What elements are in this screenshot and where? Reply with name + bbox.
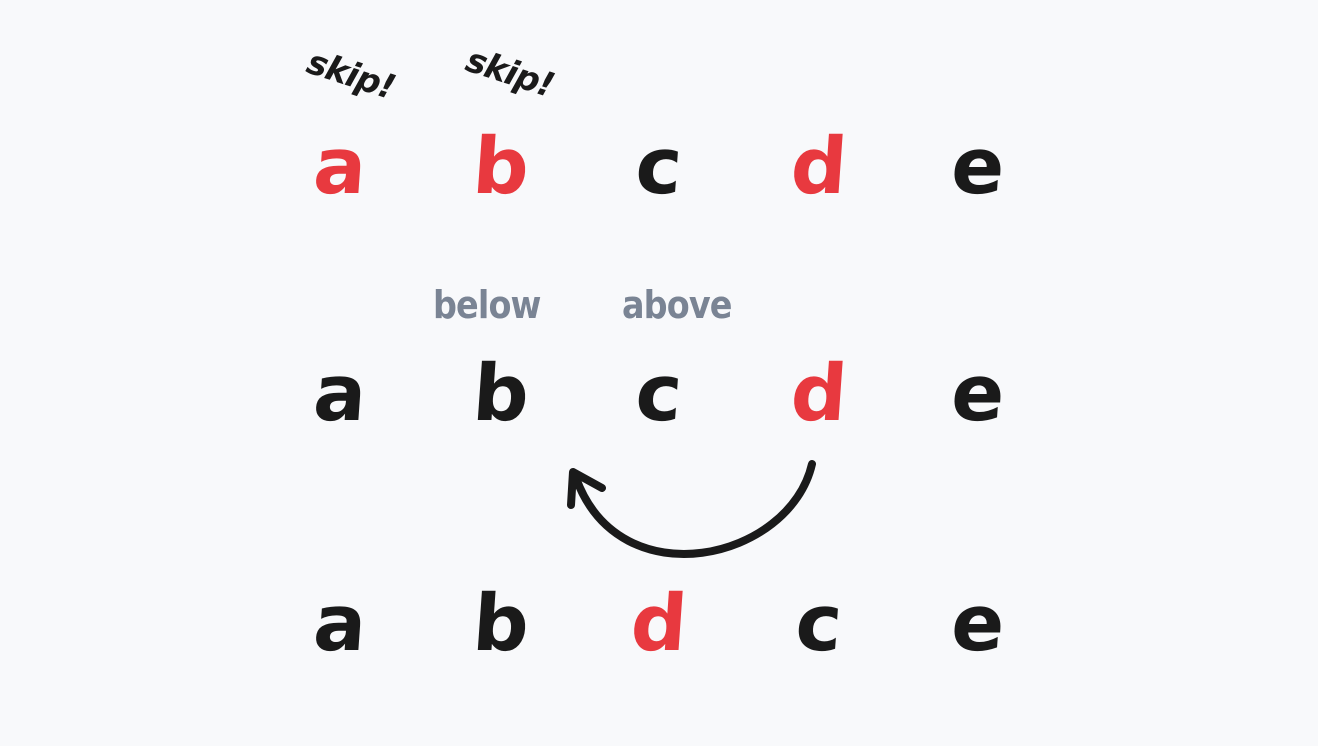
row-1-letter: e xyxy=(948,122,1006,212)
skip-label-b: skip! xyxy=(461,40,559,106)
skip-label-a: skip! xyxy=(302,42,400,108)
row-3-letter: a xyxy=(310,579,368,669)
below-label: below xyxy=(433,283,541,327)
row-2-letter: a xyxy=(310,349,368,439)
row-1-letter: a xyxy=(310,122,368,212)
row-3-letter: d xyxy=(627,579,689,669)
row-1-letter: d xyxy=(787,122,849,212)
row-1-letter: c xyxy=(632,122,684,212)
row-3-letter: e xyxy=(948,579,1006,669)
move-arrow-curve xyxy=(572,460,816,558)
row-3-letter: c xyxy=(792,579,844,669)
row-2-letter: b xyxy=(469,349,531,439)
row-2-letter: c xyxy=(632,349,684,439)
move-arrow-head xyxy=(567,468,606,509)
row-2-letter: d xyxy=(787,349,849,439)
row-1-letter: b xyxy=(469,122,531,212)
row-2-letter: e xyxy=(948,349,1006,439)
above-label: above xyxy=(622,283,732,327)
row-3-letter: b xyxy=(469,579,531,669)
